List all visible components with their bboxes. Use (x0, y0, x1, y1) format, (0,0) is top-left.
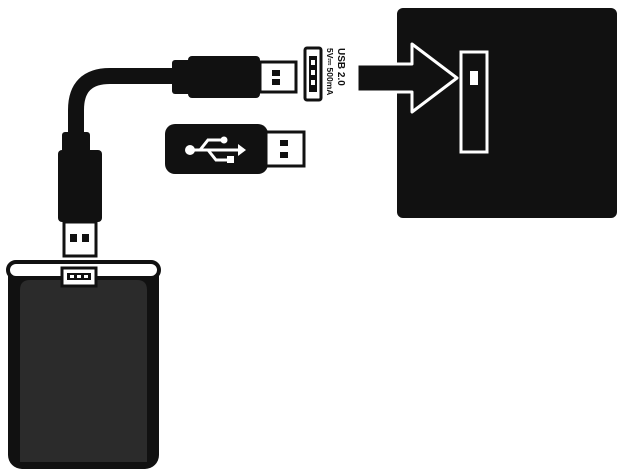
cable-plug-top (172, 56, 298, 98)
insert-arrow-icon (355, 42, 459, 114)
tv-rear-panel (397, 8, 617, 218)
usb-port-label-line2: 5V⎓ 500mA (325, 48, 335, 95)
tv-usb-slot (459, 50, 489, 154)
usb-socket-icon (303, 46, 323, 102)
usb-trident-icon (185, 136, 246, 163)
drive-usb-port (60, 266, 98, 288)
usb-port-label: USB 2.0 5V⎓ 500mA (325, 48, 346, 95)
usb-flash-drive (165, 124, 306, 174)
external-hard-drive (6, 260, 161, 469)
usb-port-label-line1: USB 2.0 (335, 48, 346, 86)
usb-cable (68, 68, 176, 136)
cable-plug-bottom (58, 132, 102, 258)
